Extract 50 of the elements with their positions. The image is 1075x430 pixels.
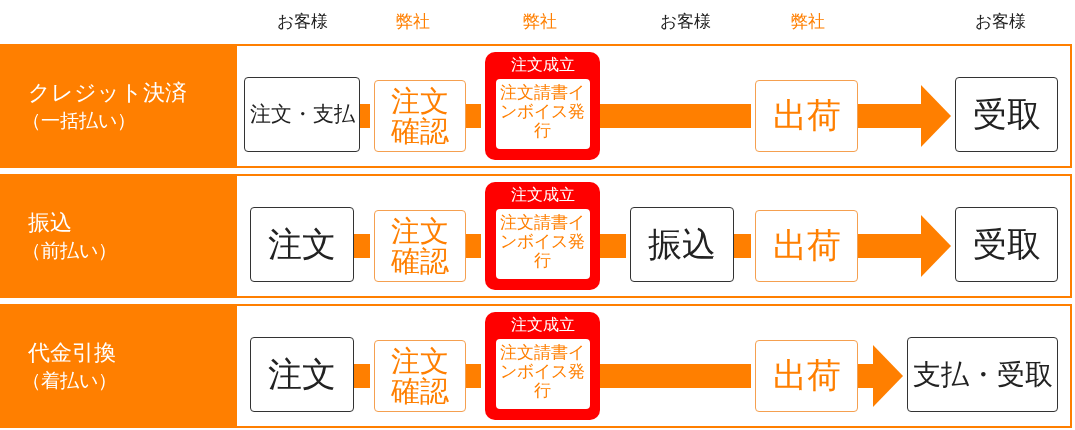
flow-bar — [600, 364, 751, 388]
role-label: お客様 — [659, 10, 711, 33]
role-label: お客様 — [276, 10, 328, 33]
company-step-box: 注文確認 — [374, 80, 466, 152]
flow-bar — [734, 234, 751, 258]
arrow — [858, 215, 951, 277]
payment-method-row — [0, 174, 1072, 298]
flow-bar — [354, 234, 370, 258]
payment-timing-note: （着払い） — [22, 367, 117, 393]
customer-step-box: 支払・受取 — [907, 337, 1058, 412]
flow-bar — [600, 234, 626, 258]
document-issue-box: 注文請書インボイス発行 — [495, 339, 590, 409]
flow-bar — [360, 104, 370, 128]
payment-method-title: 代金引換 — [28, 339, 116, 368]
company-step-box: 出荷 — [755, 80, 858, 152]
role-label: お客様 — [974, 10, 1026, 33]
company-step-box: 注文確認 — [374, 210, 466, 282]
payment-method-title: 振込 — [28, 209, 72, 238]
flow-bar — [466, 104, 481, 128]
payment-timing-note: （一括払い） — [22, 107, 136, 133]
company-step-box: 出荷 — [755, 210, 858, 282]
company-step-box: 出荷 — [755, 340, 858, 412]
role-label: 弊社 — [396, 10, 430, 33]
customer-step-box: 注文 — [250, 207, 354, 282]
document-issue-box: 注文請書インボイス発行 — [495, 79, 590, 149]
milestone-box — [485, 52, 600, 160]
role-label: 弊社 — [523, 10, 557, 33]
milestone-title: 注文成立 — [510, 55, 575, 75]
customer-step-box: 注文 — [250, 337, 354, 412]
role-label: 弊社 — [791, 10, 825, 33]
milestone-title: 注文成立 — [510, 185, 575, 205]
payment-method-row — [0, 44, 1072, 168]
customer-step-box: 振込 — [630, 207, 734, 282]
payment-method-title: クレジット決済 — [28, 79, 187, 108]
payment-timing-note: （前払い） — [22, 237, 117, 263]
payment-method-row — [0, 304, 1072, 428]
document-issue-box: 注文請書インボイス発行 — [495, 209, 590, 279]
milestone-box — [485, 312, 600, 420]
flow-bar — [600, 104, 751, 128]
flow-bar — [466, 234, 481, 258]
customer-step-box: 受取 — [955, 77, 1058, 152]
arrow — [858, 345, 903, 407]
milestone-box — [485, 182, 600, 290]
customer-step-box: 受取 — [955, 207, 1058, 282]
arrow — [858, 85, 951, 147]
milestone-title: 注文成立 — [510, 315, 575, 335]
flow-bar — [354, 364, 370, 388]
company-step-box: 注文確認 — [374, 340, 466, 412]
customer-step-box: 注文・支払 — [244, 77, 360, 152]
flow-bar — [466, 364, 481, 388]
